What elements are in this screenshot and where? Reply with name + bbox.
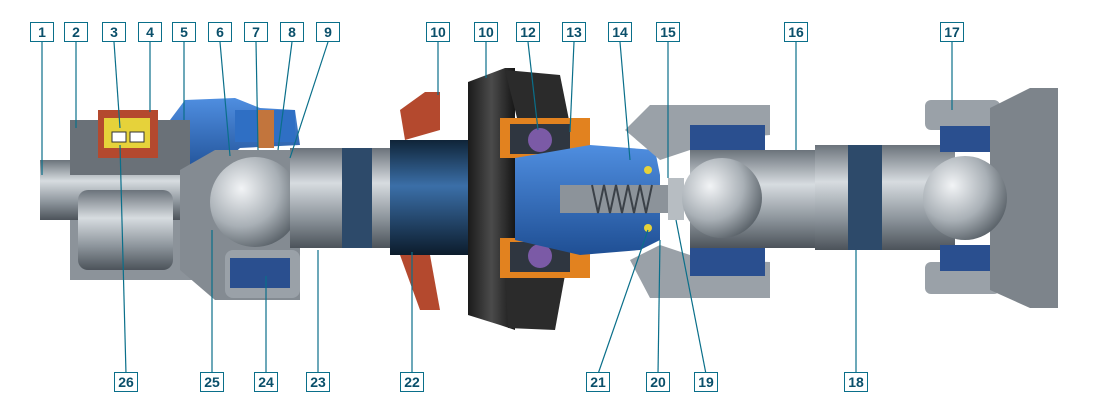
callout-16: 16 xyxy=(784,22,808,42)
front-universal-joint xyxy=(180,150,300,300)
callout-12: 12 xyxy=(516,22,540,42)
callout-26: 26 xyxy=(114,372,138,392)
cushion-lower xyxy=(505,270,565,330)
callout-15: 15 xyxy=(656,22,680,42)
callout-3: 3 xyxy=(102,22,126,42)
intermediate-shaft xyxy=(390,140,475,255)
cushion-upper xyxy=(505,70,570,130)
callout-23: 23 xyxy=(306,372,330,392)
callout-19: 19 xyxy=(694,372,718,392)
callout-2: 2 xyxy=(64,22,88,42)
callout-8: 8 xyxy=(280,22,304,42)
callout-13: 13 xyxy=(562,22,586,42)
rear-universal-joint xyxy=(923,88,1058,308)
callout-1: 1 xyxy=(30,22,54,42)
rear-shaft-collar xyxy=(848,145,882,250)
callout-14: 14 xyxy=(608,22,632,42)
callout-22: 22 xyxy=(400,372,424,392)
support-bracket xyxy=(400,92,440,310)
middle-universal-joint xyxy=(625,105,825,298)
blue-flange-housing xyxy=(170,98,300,175)
callout-10b: 10 xyxy=(474,22,498,42)
grease-nipple-lower xyxy=(644,224,652,232)
callout-17: 17 xyxy=(940,22,964,42)
callout-7: 7 xyxy=(244,22,268,42)
callout-6: 6 xyxy=(208,22,232,42)
callout-25: 25 xyxy=(200,372,224,392)
callout-4: 4 xyxy=(138,22,162,42)
oil-seal xyxy=(98,110,158,158)
splined-bolt xyxy=(560,178,684,220)
callout-24: 24 xyxy=(254,372,278,392)
callout-5: 5 xyxy=(172,22,196,42)
callout-21: 21 xyxy=(586,372,610,392)
callout-9: 9 xyxy=(316,22,340,42)
callout-20: 20 xyxy=(646,372,670,392)
callout-18: 18 xyxy=(844,372,868,392)
front-shaft-collar xyxy=(342,148,372,248)
callout-10a: 10 xyxy=(426,22,450,42)
grease-nipple-upper xyxy=(644,166,652,174)
